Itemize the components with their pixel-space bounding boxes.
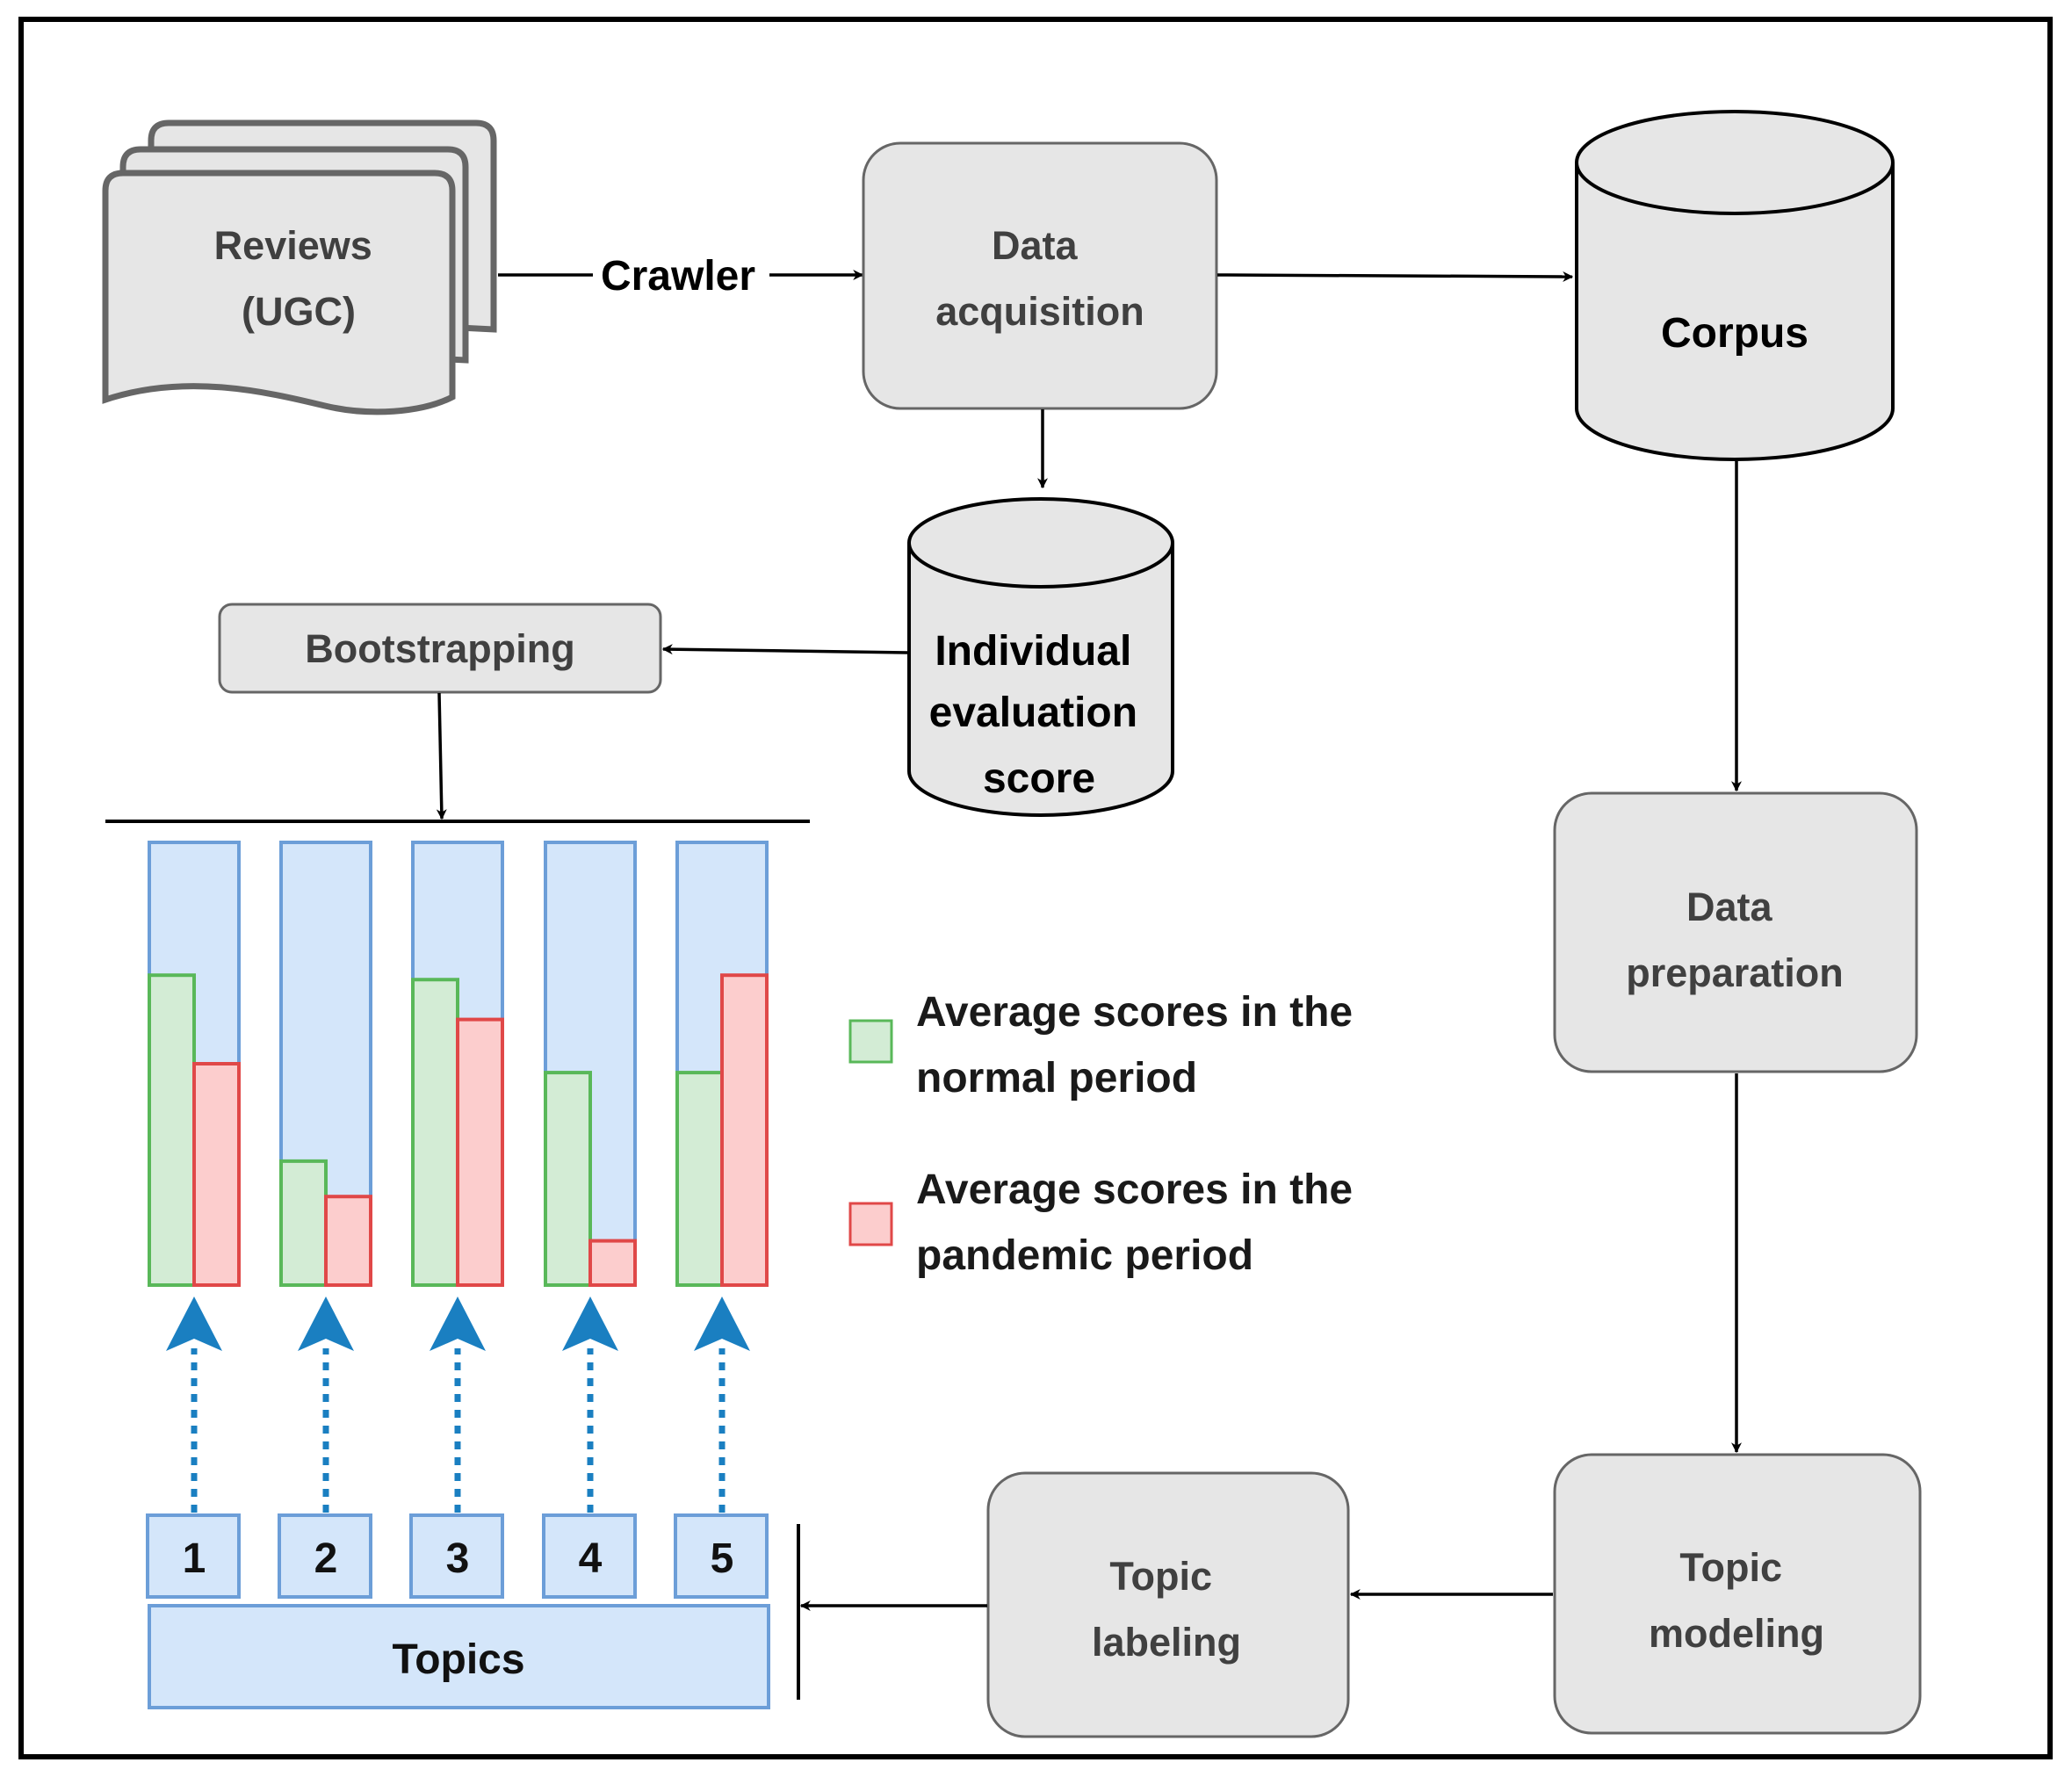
data-acquisition-label: Data acquisition [935,223,1144,334]
topic-number-5: 5 [711,1535,734,1582]
topic-modeling-label: Topic modeling [1649,1545,1824,1656]
individual-score-label: Individual evaluation score [929,628,1150,802]
topic-box-2 [278,1513,372,1599]
topic-number-2: 2 [314,1535,338,1582]
individual-score-cylinder [907,497,1174,817]
topic-arrow-head-5 [694,1297,750,1351]
topic-arrow-head-3 [430,1297,486,1351]
topic-number-1: 1 [183,1535,206,1582]
bar-pandemic-3 [456,1017,504,1287]
topic-box-1 [146,1513,241,1599]
bar-normal-5 [675,1071,724,1287]
legend-normal-swatch [848,1019,893,1064]
topics-label: Topics [392,1636,524,1683]
bootstrapping-label: Bootstrapping [305,626,574,671]
topic-arrow-head-1 [166,1297,222,1351]
legend-normal-label: Average scores in the normal period [916,989,1364,1102]
data-preparation-label: Data preparation [1626,885,1844,995]
bootstrapping-box [218,603,662,694]
topic-labeling-label: Topic labeling [1092,1554,1241,1665]
reviews-label: Reviews (UGC) [214,223,384,334]
topic-number-3: 3 [446,1535,470,1582]
bootstrapping-to-chart-arrow [436,692,447,820]
corpus-cylinder [1575,110,1895,461]
score-to-bootstrapping-arrow [661,644,909,655]
data-acquisition-box [862,141,1218,410]
topics-box [148,1604,770,1709]
legend-pandemic-swatch [848,1202,893,1246]
topic-arrow-head-4 [562,1297,618,1351]
topic-arrow-head-2 [298,1297,354,1351]
topic-box-4 [542,1513,637,1599]
legend-pandemic-label: Average scores in the pandemic period [916,1167,1364,1279]
data-preparation-box [1553,791,1918,1073]
topic-box-5 [674,1513,769,1599]
corpus-label: Corpus [1661,310,1808,357]
topic-box-3 [409,1513,504,1599]
bar-pandemic-2 [324,1195,372,1287]
topic-score-bars [148,841,769,1287]
bar-pandemic-1 [192,1062,241,1287]
bar-normal-2 [279,1159,328,1287]
topic-number-4: 4 [579,1535,603,1582]
topic-links: 1 2 3 4 5 [146,1297,769,1599]
bar-pandemic-4 [588,1239,637,1287]
bar-pandemic-5 [720,973,769,1287]
topic-labeling-box [986,1471,1350,1738]
bar-normal-1 [148,973,196,1287]
topic-modeling-box [1553,1453,1922,1735]
acquisition-to-corpus-arrow [1216,271,1574,282]
crawler-label: Crawler [601,253,755,300]
bar-normal-3 [411,978,459,1287]
reviews-document-stack [102,119,497,415]
bar-normal-4 [544,1071,592,1287]
